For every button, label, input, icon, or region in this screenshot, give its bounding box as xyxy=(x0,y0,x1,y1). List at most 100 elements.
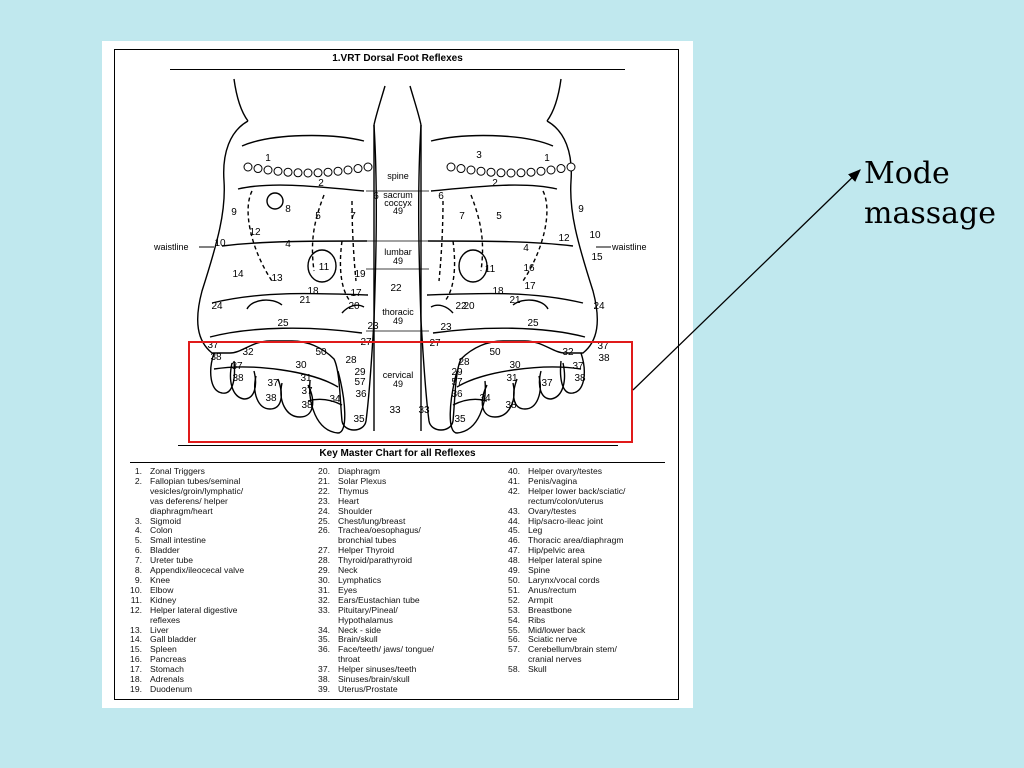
key-item-number: 20. xyxy=(318,466,330,476)
right-foot-zone-number: 38 xyxy=(574,373,586,384)
key-item-number: 7. xyxy=(134,555,142,566)
key-item: 51.Anus/rectum xyxy=(502,585,682,596)
zonal-trigger-chain xyxy=(243,162,576,178)
label-sacrum: sacrum xyxy=(383,190,413,200)
key-item: 8.Appendix/ileocecal valve xyxy=(124,565,314,576)
key-item-number: 36. xyxy=(318,644,330,655)
left-foot-zone-number: 2 xyxy=(318,178,324,189)
key-item-text: Helper sinuses/teeth xyxy=(338,664,417,675)
zonal-trigger-bead xyxy=(333,166,343,176)
key-item: 53.Breastbone xyxy=(502,605,682,616)
key-item-text: Thyroid/parathyroid xyxy=(338,555,413,566)
right-foot-zone-number: 34 xyxy=(479,393,491,404)
key-item-text: Diaphragm xyxy=(338,466,381,476)
zonal-trigger-bead xyxy=(566,162,576,172)
key-item-text: Liver xyxy=(150,624,169,635)
left-foot-zone-number: 11 xyxy=(319,262,330,273)
key-item-number: 37. xyxy=(318,664,330,675)
right-foot-zone-number: 29 xyxy=(451,367,463,378)
key-item-text: Knee xyxy=(150,574,171,585)
key-item-number: 57. xyxy=(508,644,520,655)
left-foot-zone-number: 38 xyxy=(265,393,277,404)
left-foot-zone-number: 36 xyxy=(355,389,367,400)
key-item-number: 6. xyxy=(134,545,142,556)
right-foot-zone-number: 25 xyxy=(527,318,539,329)
label-lumbar-49: 49 xyxy=(393,256,403,266)
key-item-text: Appendix/ileocecal valve xyxy=(150,565,245,576)
key-item: 10.Elbow xyxy=(124,585,314,596)
key-item: 5.Small intestine xyxy=(124,535,314,546)
key-item: 15. Spleen xyxy=(124,644,314,655)
key-item: 18.Adrenals xyxy=(124,674,314,685)
key-item-number: 47. xyxy=(508,545,520,556)
key-item: 46.Thoracic area/diaphragm xyxy=(502,535,682,546)
callout-line-1: Mode xyxy=(864,156,950,191)
key-item-text: Sigmoid xyxy=(150,515,182,526)
key-item: 44.Hip/sacro-ileac joint xyxy=(502,516,682,527)
key-item-number: 15. xyxy=(130,644,142,655)
key-item: 35.Brain/skull xyxy=(312,635,502,645)
left-foot-zone-number: 25 xyxy=(277,318,289,329)
left-foot-zone-number: 28 xyxy=(345,355,357,366)
left-foot-zone-number: 37 xyxy=(207,340,219,351)
key-item: 48. Helper lateral spine xyxy=(502,555,682,566)
waistline-left-label: waistline xyxy=(153,242,189,252)
key-item-text: Zonal Triggers xyxy=(150,466,205,476)
key-item-text: Adrenals xyxy=(150,674,184,685)
key-item-number: 58. xyxy=(508,664,520,675)
key-item-number: 14. xyxy=(130,634,142,645)
key-item: 9.Knee xyxy=(124,574,314,586)
key-item-number: 42. xyxy=(508,485,520,496)
key-item-number: 33. xyxy=(318,604,330,615)
left-foot-zone-number: 18 xyxy=(307,286,319,297)
key-item: 4.Colon xyxy=(124,526,314,536)
key-item-text: Sinuses/brain/skull xyxy=(338,674,410,685)
right-foot-zone-number: 4 xyxy=(523,243,529,254)
left-foot-zone-number: 23 xyxy=(367,321,379,332)
right-foot-zone-number: 5 xyxy=(496,211,502,222)
key-item-number: 49. xyxy=(508,565,520,576)
key-item-number: 31. xyxy=(318,584,330,595)
left-foot-zone-number: 24 xyxy=(211,301,223,312)
key-item: 55.Mid/lower back xyxy=(502,625,682,636)
arrow-line xyxy=(632,169,861,391)
key-item-text: Face/teeth/ jaws/ tongue/ throat xyxy=(338,644,435,665)
left-foot-zone-number: 7 xyxy=(350,211,356,222)
key-item-text: Penis/vagina xyxy=(528,475,578,486)
zonal-trigger-bead xyxy=(343,165,353,175)
callout-label: Mode massage xyxy=(864,154,996,234)
left-foot-zone-number: 9 xyxy=(231,207,237,218)
key-item-number: 34. xyxy=(318,624,330,635)
key-item-number: 25. xyxy=(318,515,330,526)
key-item-number: 11. xyxy=(130,594,142,605)
right-foot-zone-number: 32 xyxy=(562,347,574,358)
left-foot-zone-number: 37 xyxy=(267,378,279,389)
key-item-number: 27. xyxy=(318,545,330,556)
key-item-text: Helper lateral digestive reflexes xyxy=(150,604,238,625)
right-foot-zone-number: 31 xyxy=(506,373,518,384)
key-item-number: 48. xyxy=(508,555,520,566)
key-item: 1.Zonal Triggers xyxy=(124,466,314,477)
key-item: 42.Helper lower back/sciatic/ rectum/col… xyxy=(502,485,682,507)
key-item-number: 45. xyxy=(508,525,520,536)
left-foot-zone-number: 20 xyxy=(348,301,360,312)
key-item-text: Spleen xyxy=(150,644,177,655)
feet-outline xyxy=(197,78,598,434)
zonal-trigger-bead xyxy=(293,168,303,178)
right-foot-zone-number: 30 xyxy=(509,360,521,371)
right-foot-zone-number: 24 xyxy=(593,301,605,312)
label-spine: spine xyxy=(387,171,409,181)
right-foot-zone-number: 35 xyxy=(454,414,466,425)
right-foot-zone-number: 17 xyxy=(524,281,536,292)
left-foot-zone-number: 31 xyxy=(300,373,312,384)
key-item-number: 19. xyxy=(130,683,142,694)
right-foot-zone-number: 7 xyxy=(459,211,465,222)
waistline-right-label: waistline xyxy=(611,242,647,252)
key-item-text: Helper lateral spine xyxy=(528,555,603,566)
key-item-number: 23. xyxy=(318,495,330,506)
key-item-number: 32. xyxy=(318,594,330,605)
key-item: 50.Larynx/vocal cords xyxy=(502,575,682,586)
key-item-text: Skull xyxy=(528,664,547,675)
key-item-number: 29. xyxy=(318,565,330,576)
